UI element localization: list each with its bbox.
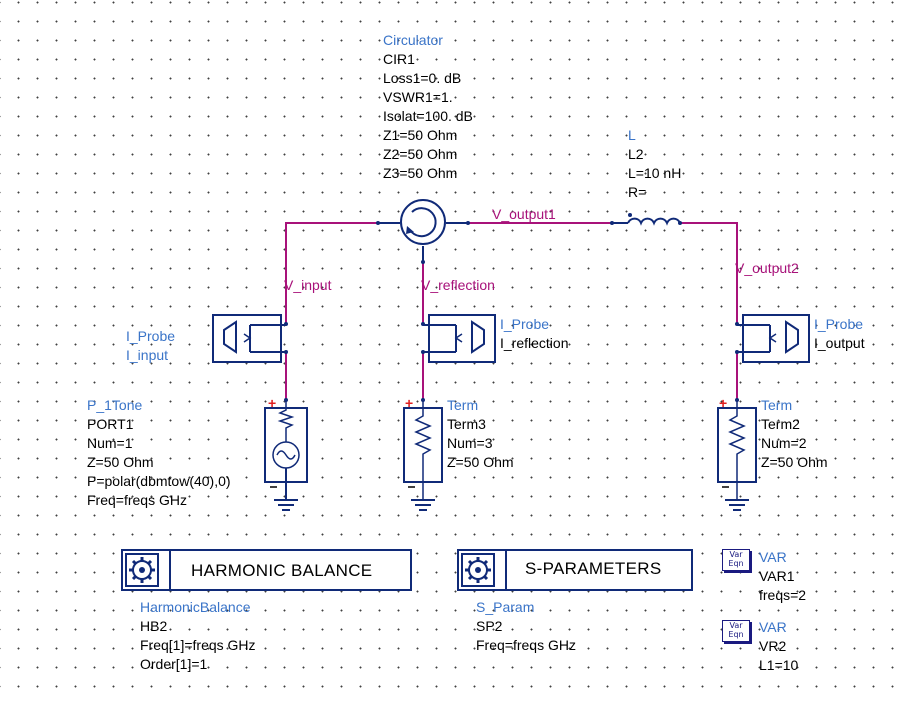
harmonic-balance-controller[interactable]: HARMONIC BALANCE [121,549,412,591]
sp-instance: SP2 [476,618,503,634]
hb-param: Freq[1]=freqs GHz [140,637,256,653]
inductor-instance: L2 [628,146,644,162]
net-label-input[interactable]: V_input [284,277,332,293]
var2-instance: VR2 [759,638,787,654]
svg-text:+: + [719,395,727,411]
circulator-param: Loss1=0. dB [383,70,462,86]
net-label-reflection[interactable]: V_reflection [421,277,495,293]
net-label-output2[interactable]: V_output2 [735,260,799,276]
inductor-type: L [628,127,636,143]
circulator-label: Circulator CIR1 Loss1=0. dB VSWR1=1. Iso… [383,31,473,183]
pin-markers [284,221,739,402]
inductor-label: L L2 L=10 nH R= [628,126,681,202]
term3-param: Num=3 [447,435,493,451]
svg-text:+: + [405,395,413,411]
term2-param: Num=2 [761,435,807,451]
sp-type: S_Param [476,599,535,615]
var-eqn-icon[interactable]: Var Eqn [722,549,750,571]
simulation-gear-icon [461,553,495,587]
probe-input-symbol[interactable] [212,314,286,363]
inductor-param: R= [628,184,647,200]
probe-output-symbol[interactable] [737,314,810,363]
var-icon-top: Var [729,550,743,559]
probe-output-type: I_Probe [814,316,864,332]
hb-type: HarmonicBalance [140,599,251,615]
var-icon-bottom: Eqn [728,559,744,568]
probe-input-label: I_Probe I_input [126,327,175,365]
term3-param: Z=50 Ohm [447,454,514,470]
ground-term2 [725,499,749,511]
probe-output-label: I_Probe I_output [814,315,865,353]
s-parameters-title: S-PARAMETERS [525,559,662,578]
ground-term3 [411,499,435,511]
inductor-param: L=10 nH [628,165,682,181]
harmonic-balance-label: HarmonicBalance HB2 Freq[1]=freqs GHz Or… [140,598,256,674]
var2-type: VAR [759,619,787,635]
inductor-symbol[interactable] [612,213,681,226]
var2-param: L1=10 [759,657,799,673]
ground-port1 [274,499,298,511]
port1-type: P_1Tone [87,397,143,413]
wire-group [285,222,738,400]
circulator-type: Circulator [383,32,443,48]
wire-input[interactable] [285,222,378,324]
controller-divider [505,551,507,589]
var1-param: freqs=2 [759,587,807,603]
term3-label: Term Term3 Num=3 Z=50 Ohm [447,396,514,472]
term3-type: Term [447,397,479,413]
port1-label: P_1Tone PORT1 Num=1 Z=50 Ohm P=polar(dbm… [87,396,231,510]
probe-reflection-label: I_Probe I_reflection [500,315,568,353]
var-icon-top: Var [729,621,743,630]
s-parameters-controller[interactable]: S-PARAMETERS [457,549,693,591]
probe-reflection-symbol[interactable] [423,314,496,363]
var1-label: VAR VAR1 freqs=2 [759,548,806,605]
s-parameters-label: S_Param SP2 Freq=freqs GHz [476,598,576,655]
term3-instance: Term3 [447,416,486,432]
var1-type: VAR [759,549,787,565]
port1-instance: PORT1 [87,416,134,432]
var2-label: VAR VR2 L1=10 [759,618,798,675]
term2-type: Term [761,397,793,413]
port1-param: P=polar(dbmtow(40),0) [87,473,231,489]
circulator-param: Z1=50 Ohm [383,127,458,143]
circulator-param: Isolat=100. dB [383,108,473,124]
term2-instance: Term2 [761,416,800,432]
port1-param: Num=1 [87,435,133,451]
circulator-param: Z2=50 Ohm [383,146,458,162]
svg-text:+: + [268,395,276,411]
port1-param: Freq=freqs GHz [87,492,187,508]
term2-symbol[interactable]: + [717,395,757,500]
controller-divider [169,551,171,589]
probe-reflection-type: I_Probe [500,316,550,332]
port1-param: Z=50 Ohm [87,454,154,470]
var-icon-bottom: Eqn [728,630,744,639]
simulation-gear-icon [125,553,159,587]
circulator-instance: CIR1 [383,51,415,67]
harmonic-balance-title: HARMONIC BALANCE [191,561,373,580]
hb-instance: HB2 [140,618,168,634]
term2-label: Term Term2 Num=2 Z=50 Ohm [761,396,828,472]
hb-param: Order[1]=1 [140,656,208,672]
circulator-symbol[interactable] [378,199,468,262]
var1-instance: VAR1 [759,568,795,584]
var-eqn-icon[interactable]: Var Eqn [722,620,750,642]
circulator-param: VSWR1=1. [383,89,453,105]
net-label-output1[interactable]: V_output1 [492,206,556,222]
wire-output2[interactable] [680,222,738,324]
probe-output-instance: I_output [814,335,865,351]
port1-source-symbol[interactable]: + [264,395,308,500]
probe-input-instance: I_input [126,347,169,363]
probe-reflection-instance: I_reflection [500,335,569,351]
term3-symbol[interactable]: + [403,395,443,500]
circulator-param: Z3=50 Ohm [383,165,458,181]
sp-param: Freq=freqs GHz [476,637,576,653]
term2-param: Z=50 Ohm [761,454,828,470]
probe-input-type: I_Probe [126,328,176,344]
